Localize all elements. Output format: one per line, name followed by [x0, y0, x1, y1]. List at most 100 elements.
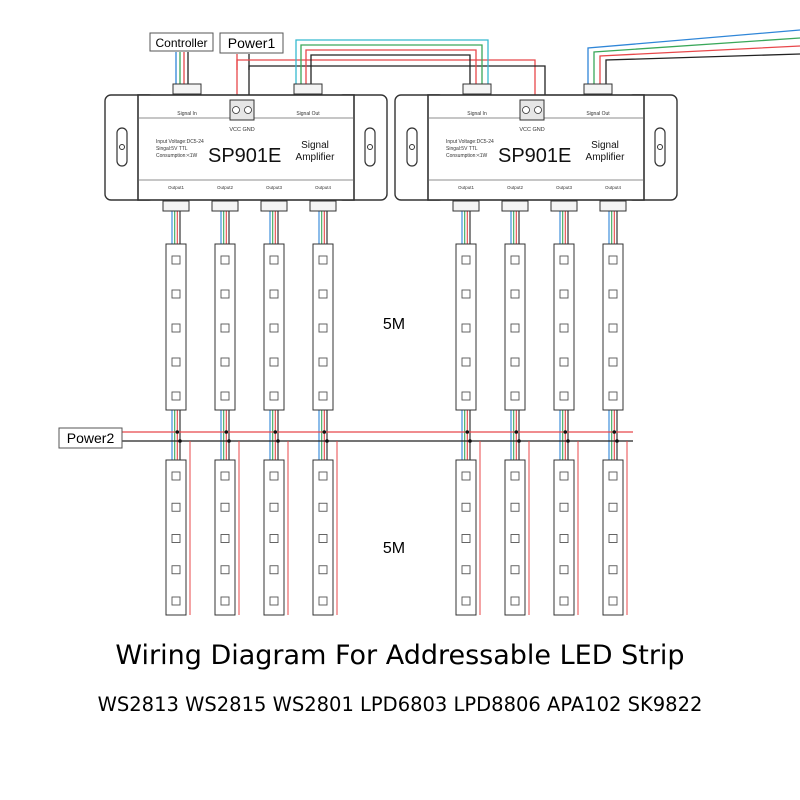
led-chip	[171, 502, 181, 512]
led-chip	[510, 596, 520, 606]
output-connector	[501, 200, 529, 212]
led-chip	[559, 357, 569, 367]
diagram-title: Wiring Diagram For Addressable LED Strip	[115, 640, 685, 671]
led-strip-1	[165, 243, 187, 411]
output-label: Output1	[168, 185, 185, 190]
led-strip-8	[602, 243, 624, 411]
led-chip	[608, 289, 618, 299]
power-terminal	[229, 99, 255, 121]
junction-dot	[563, 430, 568, 434]
type-line1: Signal	[591, 140, 619, 151]
length-label-top: 5M	[383, 316, 405, 333]
power1-to-amp2-vcc	[236, 59, 536, 100]
controller-label-box	[149, 32, 214, 52]
led-chip	[171, 323, 181, 333]
signal-out-label: Signal Out	[586, 111, 610, 117]
led-chip	[269, 565, 279, 575]
output-connector	[452, 200, 480, 212]
led-chip	[318, 323, 328, 333]
signal-link-wire	[300, 44, 483, 88]
led-strip-7	[263, 459, 285, 616]
controller-label: Controller	[155, 36, 207, 50]
signal-out-wire	[593, 37, 800, 88]
led-chip	[510, 255, 520, 265]
spec-voltage: Input Voltage:DC5-24	[156, 139, 204, 145]
led-chip	[318, 534, 328, 543]
junction-dot	[612, 430, 617, 434]
output-label: Output3	[556, 185, 573, 190]
led-chip	[171, 471, 181, 481]
led-chip	[220, 289, 230, 299]
led-strip-6	[214, 459, 236, 616]
led-chip	[510, 471, 520, 481]
led-chip	[171, 534, 181, 543]
led-chip	[269, 471, 279, 481]
screw-slot	[406, 127, 418, 167]
labels: Controller Power1 Power2 5M 5M	[58, 32, 405, 557]
led-strip-8	[312, 459, 334, 616]
signal-in-label: Signal In	[177, 111, 197, 117]
led-chip	[171, 596, 181, 606]
terminal-screw	[522, 106, 530, 114]
wires	[122, 29, 800, 615]
terminal-screw	[244, 106, 252, 114]
led-strips	[165, 243, 624, 616]
led-chip	[318, 289, 328, 299]
signal-out-wire	[599, 45, 800, 88]
led-chip	[608, 357, 618, 367]
led-chip	[461, 255, 471, 265]
screw-hole	[409, 144, 415, 150]
junction-dot	[178, 439, 182, 443]
output-label: Output3	[266, 185, 283, 190]
led-chip	[269, 391, 279, 401]
led-chip	[461, 565, 471, 575]
led-chip	[461, 471, 471, 481]
led-chip	[220, 471, 230, 481]
signal-link-wire	[310, 54, 471, 88]
junction-dot	[175, 430, 180, 434]
led-chip	[318, 502, 328, 512]
power2-label-box	[58, 427, 123, 449]
led-chip	[269, 289, 279, 299]
signal-in-connector	[462, 83, 492, 95]
led-strip-6	[504, 243, 526, 411]
led-chip	[220, 255, 230, 265]
led-strip-10	[504, 459, 526, 616]
led-chip	[510, 565, 520, 575]
led-chip	[559, 596, 569, 606]
junction-dot	[465, 430, 470, 434]
output-label: Output4	[605, 185, 622, 190]
led-chip	[318, 471, 328, 481]
led-chip	[318, 596, 328, 606]
led-chip	[608, 323, 618, 333]
led-chip	[220, 323, 230, 333]
screw-hole	[119, 144, 125, 150]
led-chip	[318, 565, 328, 575]
model-name: SP901E	[208, 145, 281, 167]
led-chip	[171, 289, 181, 299]
output-connector	[260, 200, 288, 212]
led-strip-4	[312, 243, 334, 411]
led-chip	[220, 534, 230, 543]
junction-dot	[224, 430, 229, 434]
led-chip	[608, 565, 618, 575]
led-chip	[269, 502, 279, 512]
led-chip	[559, 534, 569, 543]
led-chip	[461, 323, 471, 333]
junction-dot	[468, 439, 472, 443]
led-chip	[510, 502, 520, 512]
junction-dot	[514, 430, 519, 434]
screw-slot	[116, 127, 128, 167]
junction-dot	[273, 430, 278, 434]
led-chip	[269, 255, 279, 265]
led-chip	[269, 357, 279, 367]
output-label: Output2	[507, 185, 524, 190]
spec-voltage: Input Voltage:DC5-24	[446, 139, 494, 145]
led-chip	[220, 565, 230, 575]
spec-consumption: Consumption:<1W	[446, 153, 488, 159]
signal-out-label: Signal Out	[296, 111, 320, 117]
